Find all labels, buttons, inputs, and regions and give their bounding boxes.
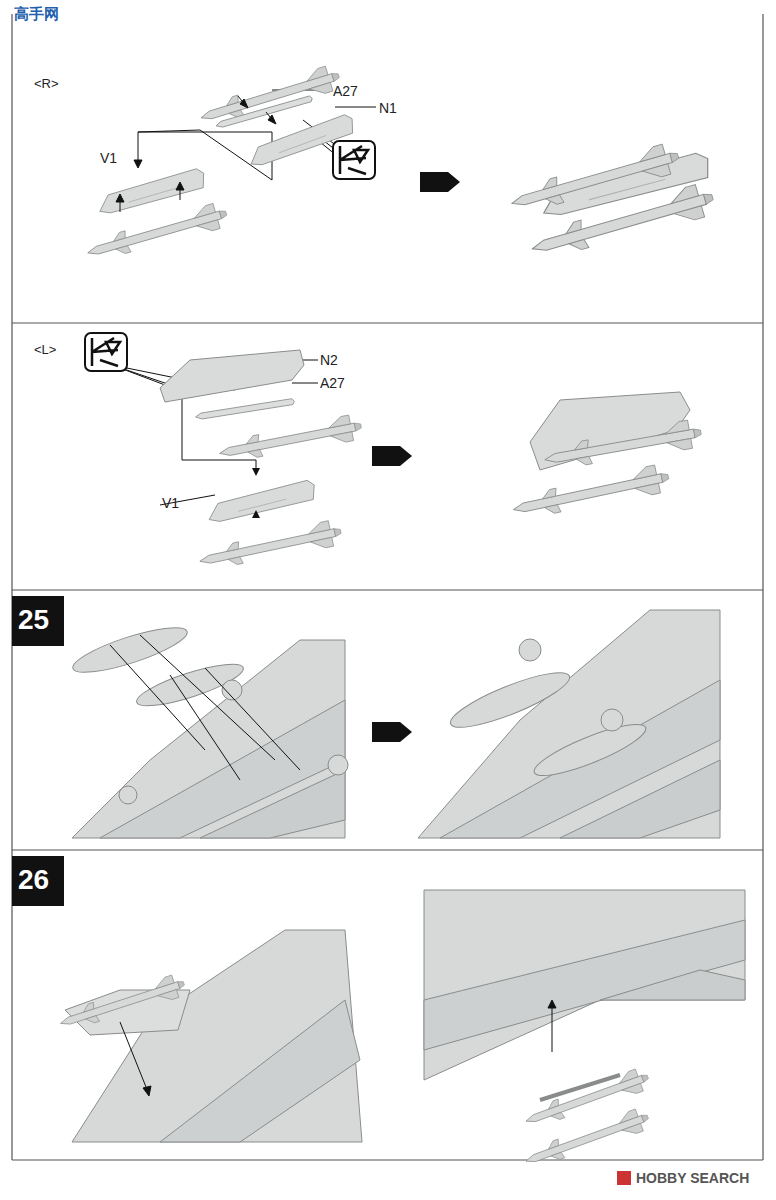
watermark-text: HOBBY SEARCH [636,1171,749,1185]
side-marker: <R> [34,77,59,90]
part-number: V1 [100,151,117,165]
side-marker: <L> [34,343,56,356]
part-number: N2 [320,353,338,367]
part-number: V1 [162,496,179,510]
part-number: A27 [320,376,345,390]
part-number: A27 [333,84,358,98]
step-number: 25 [18,606,49,634]
step-number: 26 [18,866,49,894]
part-number: N1 [379,101,397,115]
watermark-logo: 高手网 [14,6,59,21]
